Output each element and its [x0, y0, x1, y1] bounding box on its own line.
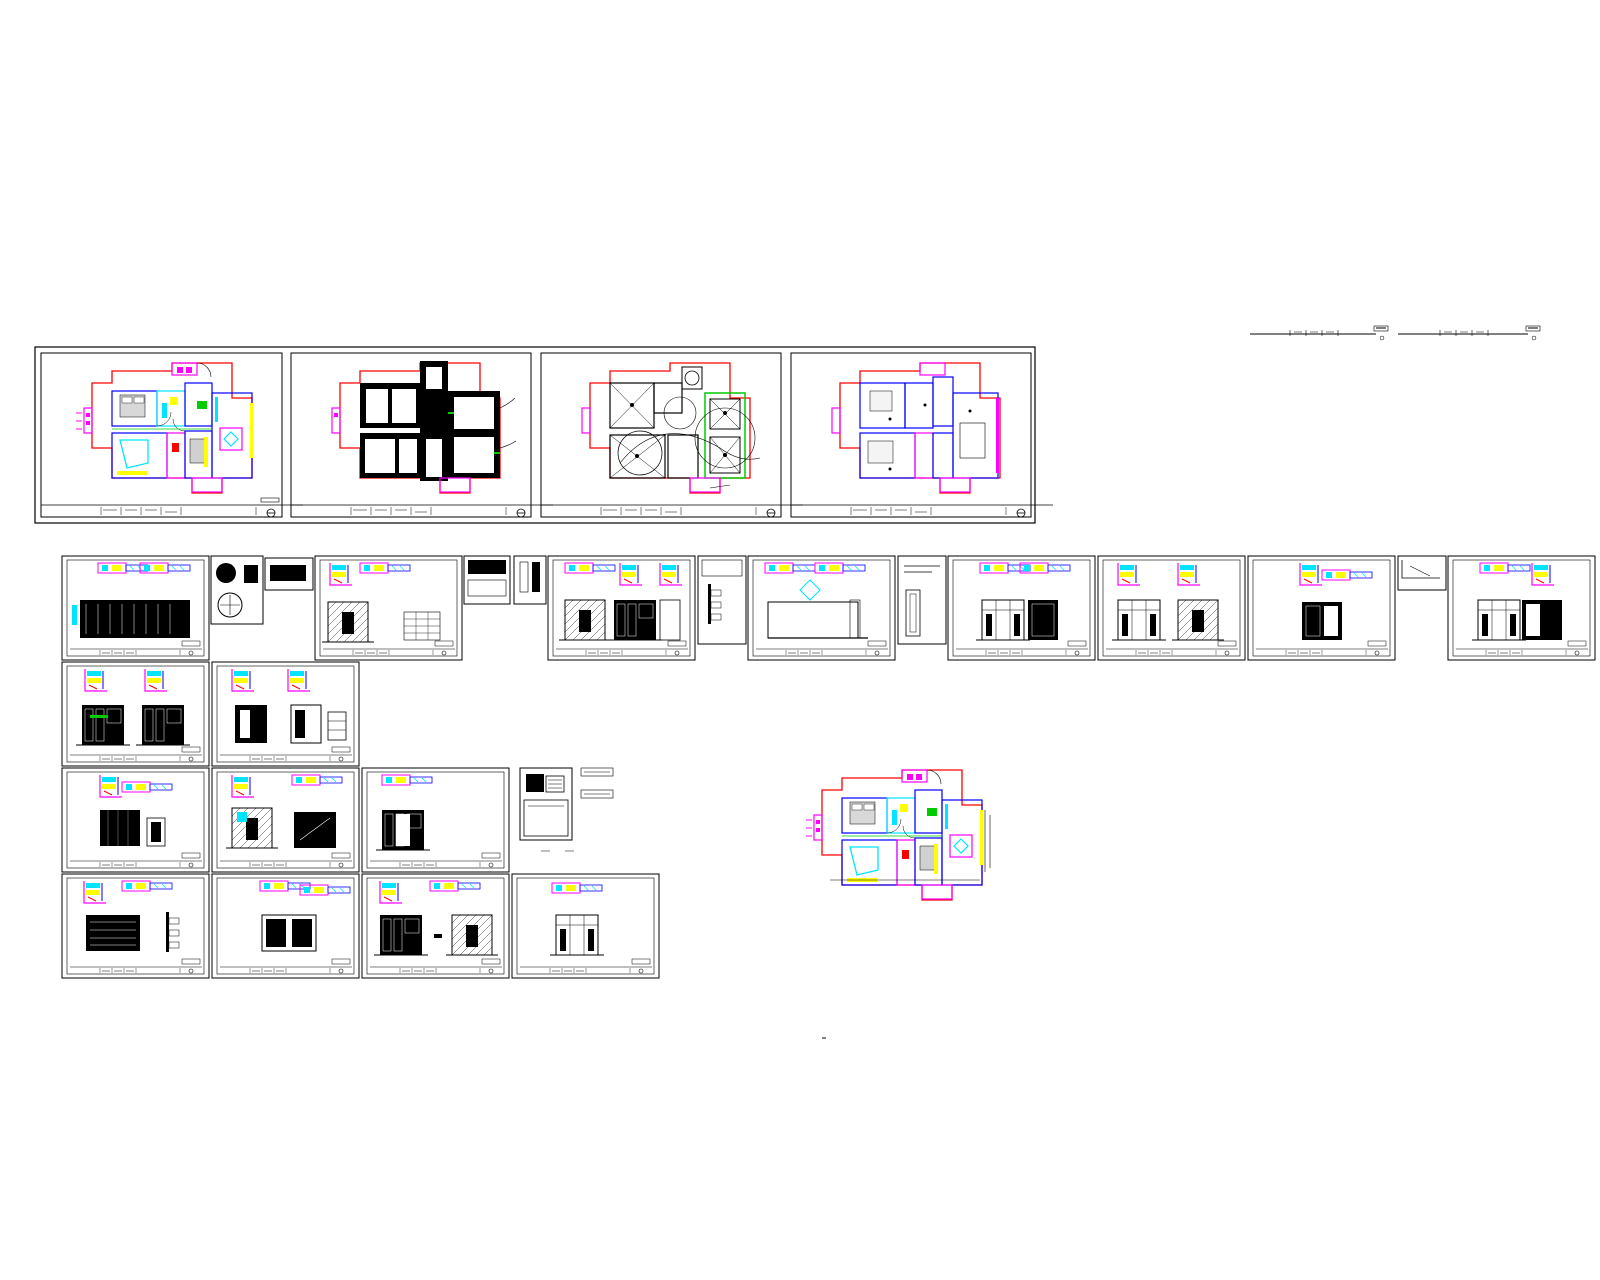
elevation-sheet[interactable]	[361, 873, 510, 979]
elevation-row-1	[61, 555, 1596, 661]
plan-sheet-walls[interactable]	[290, 352, 554, 518]
plan-sheet-ceiling[interactable]	[540, 352, 804, 518]
elevation-sheet[interactable]	[547, 555, 696, 661]
plan-sheet-row	[34, 346, 1036, 524]
elevation-row-3	[61, 767, 614, 873]
scale-bar-2	[1398, 325, 1541, 341]
elevation-sheet[interactable]	[947, 555, 1096, 661]
elevation-row-4	[61, 873, 660, 979]
elevation-sheet[interactable]	[1247, 555, 1396, 661]
plan-sheet-furniture[interactable]	[40, 352, 304, 518]
elevation-row-2	[61, 661, 360, 767]
elevation-sheet[interactable]	[747, 555, 896, 661]
elevation-sheet[interactable]	[61, 873, 210, 979]
elevation-sheet[interactable]	[211, 767, 360, 873]
scale-bar-1	[1250, 325, 1389, 341]
elevation-sheet[interactable]	[61, 767, 210, 873]
plan-sheet-floor[interactable]	[790, 352, 1054, 518]
legend-sheet[interactable]	[519, 767, 614, 852]
overview-plan[interactable]	[805, 769, 991, 901]
detail-sheet[interactable]	[1397, 555, 1447, 591]
detail-sheet[interactable]	[697, 555, 747, 645]
elevation-sheet[interactable]	[361, 767, 510, 873]
detail-sheet[interactable]	[897, 555, 947, 645]
elevation-sheet[interactable]	[511, 873, 660, 979]
elevation-sheet[interactable]	[61, 555, 210, 661]
elevation-sheet[interactable]	[1097, 555, 1246, 661]
elevation-sheet[interactable]	[211, 661, 360, 767]
elevation-sheet[interactable]	[1447, 555, 1596, 661]
elevation-sheet[interactable]	[211, 873, 360, 979]
detail-sheet[interactable]	[210, 555, 314, 625]
detail-sheet[interactable]	[463, 555, 547, 605]
elevation-sheet[interactable]	[314, 555, 463, 661]
elevation-sheet[interactable]	[61, 661, 210, 767]
